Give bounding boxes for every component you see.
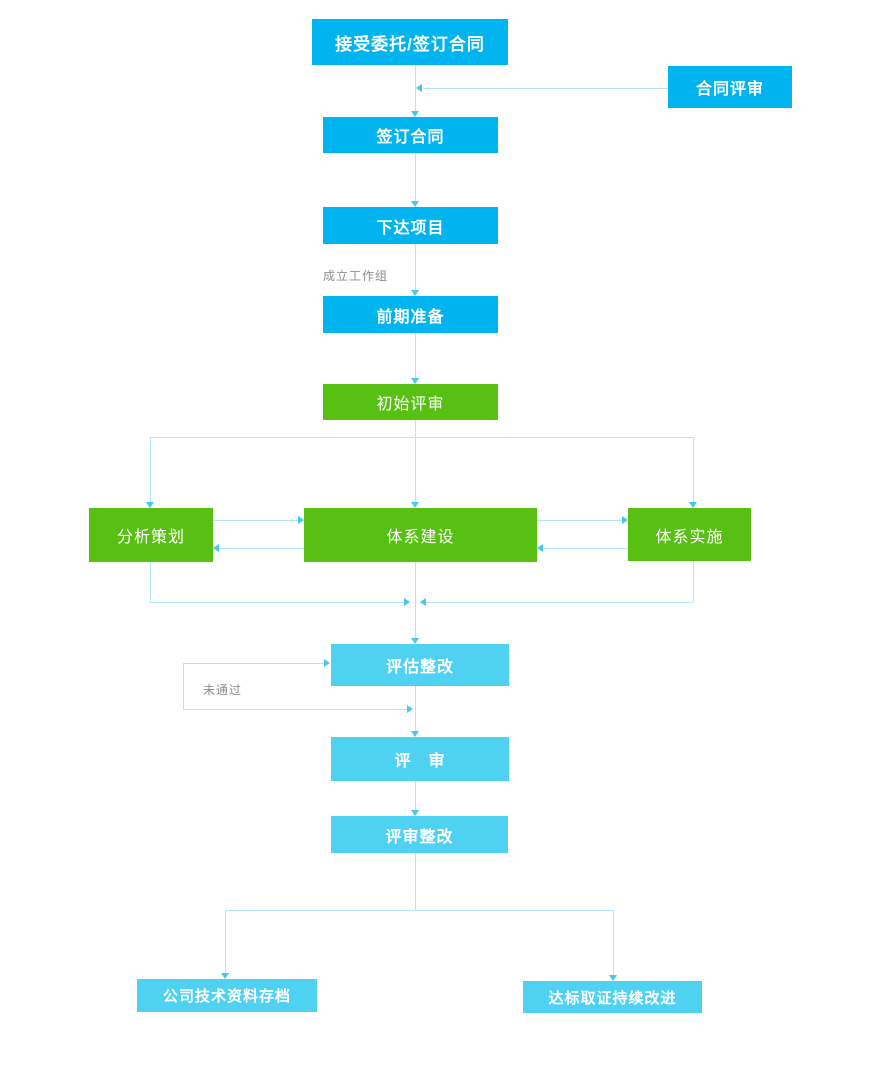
arrowhead-down-certify <box>609 975 617 981</box>
connector-review-to-review-fix <box>415 781 416 810</box>
arrowhead-left-contract-review <box>416 84 422 92</box>
connector-loop-top <box>183 663 324 664</box>
arrowhead-down-sign <box>411 111 419 117</box>
arrowhead-down-analyze <box>146 502 154 508</box>
connector-split-bar <box>225 910 613 911</box>
edge-label-not-passed: 未通过 <box>203 683 243 697</box>
arrowhead-down-assess <box>411 638 419 644</box>
connector-implement-to-build <box>543 548 628 549</box>
arrowhead-left-merge <box>420 598 426 606</box>
arrowhead-right-assess <box>324 659 330 667</box>
connector-initial-review-to-build <box>415 420 416 502</box>
arrowhead-right-build <box>298 516 304 524</box>
node-system-implement: 体系实施 <box>628 508 751 561</box>
connector-distribution-bar <box>150 437 693 438</box>
arrowhead-down-implement <box>689 502 697 508</box>
connector-build-to-analyze <box>219 548 304 549</box>
connector-review-fix-to-split <box>415 853 416 910</box>
connector-prepare-to-initial-review <box>415 333 416 378</box>
connector-loop-left <box>183 663 184 709</box>
node-certify-improve: 达标取证持续改进 <box>523 981 702 1013</box>
connector-to-archive <box>225 910 226 973</box>
arrowhead-left-build <box>537 544 543 552</box>
node-system-build: 体系建设 <box>304 508 537 562</box>
connector-loop-bottom <box>183 709 407 710</box>
arrowhead-down-archive <box>221 973 229 979</box>
connector-merge-right <box>426 602 693 603</box>
connector-to-analyze <box>150 437 151 502</box>
node-accept-contract: 接受委托/签订合同 <box>312 19 508 65</box>
arrowhead-right-loop-join <box>407 705 413 713</box>
node-preparation: 前期准备 <box>323 296 498 333</box>
node-review: 评 审 <box>331 737 509 781</box>
connector-assign-to-prepare <box>415 244 416 290</box>
node-initial-review: 初始评审 <box>323 384 498 420</box>
edge-label-workgroup: 成立工作组 <box>323 269 389 283</box>
arrowhead-right-merge <box>404 598 410 606</box>
node-sign-contract: 签订合同 <box>323 117 498 153</box>
connector-build-to-assess <box>415 562 416 638</box>
connector-implement-to-merge <box>693 561 694 602</box>
arrowhead-down-review-fix <box>411 810 419 816</box>
connector-to-implement <box>693 437 694 502</box>
arrowhead-down-prepare <box>411 290 419 296</box>
connector-assess-to-review <box>415 686 416 731</box>
arrowhead-left-analyze <box>213 544 219 552</box>
connector-analyze-to-build <box>213 520 298 521</box>
connector-sign-to-assign <box>415 153 416 201</box>
node-analyze-plan: 分析策划 <box>89 508 213 562</box>
node-assess-rectify: 评估整改 <box>331 644 509 686</box>
arrowhead-down-review <box>411 731 419 737</box>
arrowhead-down-assign <box>411 201 419 207</box>
node-contract-review: 合同评审 <box>668 66 792 108</box>
arrowhead-down-build <box>411 502 419 508</box>
connector-merge-left <box>150 602 404 603</box>
connector-to-certify <box>613 910 614 975</box>
node-archive-materials: 公司技术资料存档 <box>137 979 317 1012</box>
connector-analyze-to-merge <box>150 562 151 602</box>
arrowhead-down-initial-review <box>411 378 419 384</box>
connector-accept-to-sign <box>415 65 416 112</box>
arrowhead-right-implement <box>622 516 628 524</box>
node-review-rectify: 评审整改 <box>331 816 508 853</box>
connector-contract-review-feedback <box>424 88 668 89</box>
node-assign-project: 下达项目 <box>323 207 498 244</box>
connector-build-to-implement <box>537 520 622 521</box>
